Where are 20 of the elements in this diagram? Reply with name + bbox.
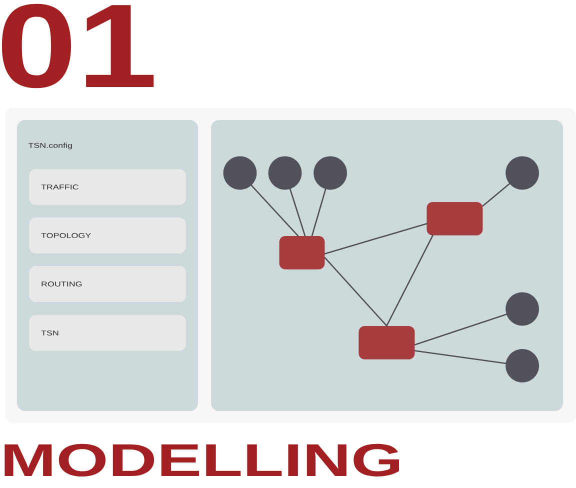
connector-line <box>324 257 388 326</box>
switch-box <box>358 326 415 360</box>
section-number: 01 <box>2 4 154 88</box>
end-device-circle <box>506 156 539 190</box>
switch-box <box>279 236 325 270</box>
connector-line <box>414 350 506 364</box>
connector-line <box>289 188 306 236</box>
connector-line <box>311 188 326 236</box>
end-device-circle <box>506 349 539 382</box>
section-title: MODELLING <box>4 444 399 476</box>
end-device-circle <box>223 156 257 190</box>
connector-line <box>482 183 510 206</box>
end-device-circle <box>314 156 347 190</box>
connector-line <box>324 223 428 254</box>
end-device-circle <box>506 292 539 326</box>
switch-box <box>426 202 483 236</box>
connector-line <box>250 184 299 236</box>
connector-line <box>386 234 434 326</box>
connector-line <box>414 314 507 346</box>
end-device-circle <box>268 156 302 190</box>
